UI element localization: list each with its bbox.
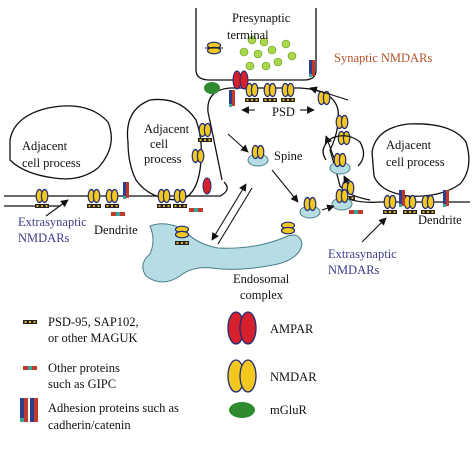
label-adjacent-right-2: cell process — [386, 155, 445, 169]
legend-nmdar-icon — [227, 359, 257, 393]
label-synaptic-nmdars: Synaptic NMDARs — [334, 51, 432, 65]
legend: PSD-95, SAP102, or other MAGUK Other pro… — [20, 311, 317, 432]
dendrite-adhesion-right-2 — [443, 190, 449, 207]
label-psd: PSD — [272, 105, 295, 119]
legend-adhesion-2: cadherin/catenin — [48, 418, 131, 432]
label-dendrite-left: Dendrite — [94, 223, 138, 237]
dendrite-adhesion-left — [123, 182, 129, 199]
legend-ampar-icon — [227, 311, 257, 345]
label-complex: complex — [240, 288, 284, 302]
legend-other-icon — [23, 366, 37, 370]
mglur-synaptic — [204, 82, 220, 94]
vesicle-spine-right — [329, 152, 351, 175]
arrow-to-synapse — [309, 86, 349, 101]
arrow-dendrite-spine-1 — [211, 183, 247, 241]
arrow-lower-to-right — [321, 204, 335, 212]
legend-mglur-icon — [229, 402, 255, 418]
label-adjacent-right-1: Adjacent — [386, 138, 432, 152]
label-adjacent-mid-2: cell — [150, 137, 169, 151]
right-spine-neck — [329, 149, 371, 201]
arrow-right-to-psd — [324, 135, 335, 159]
label-endosomal: Endosomal — [233, 272, 290, 286]
other-protein-right — [349, 210, 363, 214]
legend-adhesion-1: Adhesion proteins such as — [48, 401, 179, 415]
presynaptic-adhesion — [309, 60, 315, 77]
label-presynaptic: Presynaptic — [232, 11, 291, 25]
legend-adhesion-icon — [20, 398, 38, 422]
adjacent-process-mid-outline — [126, 98, 202, 201]
psd-maguks — [245, 98, 295, 102]
ampar-synaptic — [232, 70, 249, 90]
adjacent-process-left-outline — [9, 105, 112, 180]
legend-other-1: Other proteins — [48, 361, 120, 375]
legend-maguk-2: or other MAGUK — [48, 331, 138, 345]
arrow-extrasynaptic-right — [361, 217, 387, 243]
arrow-to-spine-vesicle — [227, 133, 249, 153]
label-extrasynaptic-right-2: NMDARs — [328, 263, 380, 277]
right-spine-bulb — [322, 135, 365, 167]
label-adjacent-left-1: Adjacent — [22, 139, 68, 153]
label-adjacent-mid-1: Adjacent — [144, 122, 190, 136]
label-extrasynaptic-left-1: Extrasynaptic — [18, 215, 87, 229]
legend-other-2: such as GIPC — [48, 377, 116, 391]
arrow-spine-to-lower — [271, 169, 299, 203]
label-adjacent-left-2: cell process — [22, 156, 81, 170]
presynaptic-terminal-outline — [195, 8, 317, 81]
arrow-extrasynaptic-left — [45, 199, 69, 217]
vesicle-lower-mid — [299, 196, 321, 219]
synaptic-vesicles — [239, 35, 297, 71]
label-dendrite-right: Dendrite — [418, 213, 462, 227]
psd-adhesion-left — [229, 90, 235, 107]
label-terminal: terminal — [227, 28, 269, 42]
other-protein-left — [111, 212, 125, 216]
legend-maguk-icon — [23, 320, 37, 324]
dendrite-adhesion-right-1 — [399, 190, 405, 207]
extrasynaptic-receptors-left — [35, 188, 187, 208]
label-extrasynaptic-right-1: Extrasynaptic — [328, 247, 397, 261]
other-protein-mid — [189, 208, 203, 212]
legend-nmdar: NMDAR — [270, 370, 317, 384]
legend-mglur: mGluR — [270, 403, 307, 417]
label-spine: Spine — [274, 149, 303, 163]
legend-ampar: AMPAR — [270, 322, 314, 336]
vesicle-lower-right — [331, 188, 353, 211]
arrow-right-spine — [343, 175, 351, 185]
vesicle-spine-top — [247, 144, 269, 167]
label-extrasynaptic-left-2: NMDARs — [18, 231, 70, 245]
label-adjacent-mid-3: process — [144, 152, 182, 166]
ampar-dendrite — [202, 177, 212, 195]
arrow-dendrite-spine-2 — [217, 187, 253, 245]
legend-maguk-1: PSD-95, SAP102, — [48, 315, 139, 329]
psd-receptors — [245, 82, 351, 146]
